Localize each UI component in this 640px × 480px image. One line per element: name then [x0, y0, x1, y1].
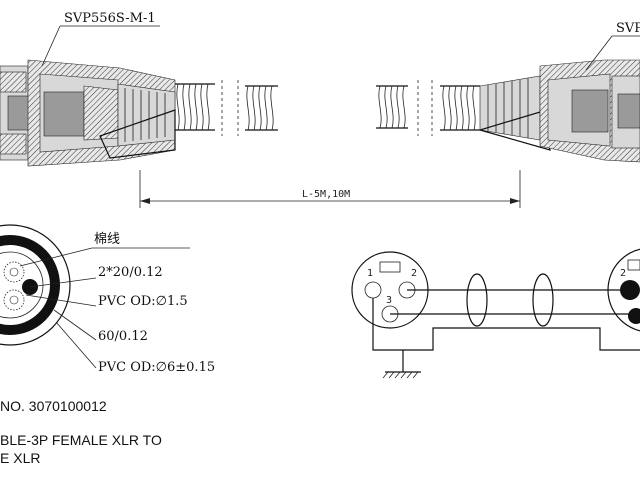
pin-1-label: 1	[367, 268, 373, 279]
left-part-callout: SVP556S-M-1	[41, 11, 160, 67]
left-part-label: SVP556S-M-1	[64, 11, 156, 26]
cotton-thread-label: 棉线	[94, 232, 120, 247]
cable-cross-section	[0, 224, 71, 346]
ground-symbol	[382, 350, 421, 379]
part-number: NO. 3070100012	[0, 398, 107, 414]
length-dimension: L-5M,10M	[139, 170, 521, 208]
pin-3-label: 3	[386, 295, 392, 306]
cable-description-line-1: BLE-3P FEMALE XLR TO	[0, 432, 162, 448]
left-cable-spring	[175, 80, 278, 136]
pin-2-label: 2	[411, 268, 417, 279]
left-xlr-connector	[0, 59, 176, 167]
shield-label: 60/0.12	[98, 329, 148, 344]
right-xlr-pinout: 2	[607, 248, 640, 332]
core-label: 2*20/0.12	[98, 265, 163, 280]
length-label: L-5M,10M	[302, 189, 350, 200]
wiring-lines	[372, 273, 640, 351]
cable-description-line-2: E XLR	[0, 450, 40, 466]
inner-jacket-label: PVC OD:∅1.5	[98, 294, 188, 309]
right-part-callout: SVP	[585, 21, 640, 71]
right-pin-2-label: 2	[620, 268, 626, 279]
right-cable-spring	[376, 80, 480, 136]
right-xlr-connector	[477, 59, 640, 163]
cross-section-callouts: 棉线 2*20/0.12 PVC OD:∅1.5 60/0.12 PVC OD:…	[19, 232, 215, 375]
right-part-label: SVP	[616, 21, 640, 36]
outer-jacket-label: PVC OD:∅6±0.15	[98, 360, 215, 375]
